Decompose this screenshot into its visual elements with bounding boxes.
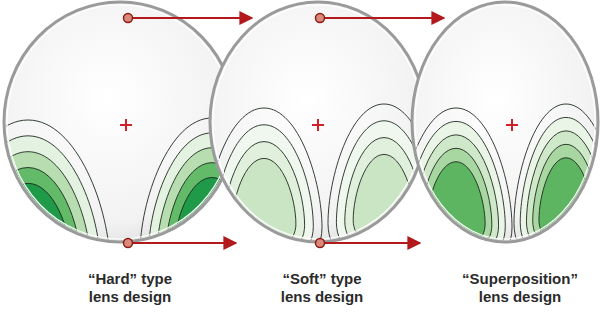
contour-line bbox=[413, 135, 498, 263]
lens-rim bbox=[7, 5, 233, 239]
fitting-cross bbox=[506, 119, 518, 131]
contour-line bbox=[539, 158, 593, 245]
contour-line bbox=[520, 117, 602, 265]
contour-line bbox=[232, 158, 296, 250]
reference-dot bbox=[316, 239, 325, 248]
contour-line bbox=[526, 131, 602, 259]
lens-caption: “Superposition” lens design bbox=[450, 270, 590, 306]
contour-line bbox=[223, 142, 304, 260]
contour-line bbox=[353, 154, 415, 246]
reference-dot bbox=[316, 14, 325, 23]
contour-line bbox=[514, 104, 602, 272]
contour-line bbox=[345, 138, 423, 256]
fitting-cross bbox=[312, 119, 324, 131]
reference-dot bbox=[124, 239, 133, 248]
lens-rim bbox=[415, 5, 595, 239]
contour-map bbox=[400, 104, 602, 276]
contour-line bbox=[400, 108, 512, 276]
red-arrow bbox=[325, 242, 420, 244]
lens-rim bbox=[213, 5, 423, 239]
contour-map bbox=[206, 104, 440, 276]
lens-caption: “Soft” type lens design bbox=[268, 270, 376, 306]
contour-line bbox=[0, 136, 100, 316]
contour-line bbox=[0, 168, 80, 299]
contour-line bbox=[427, 162, 485, 249]
contour-line bbox=[215, 125, 314, 268]
lens bbox=[206, 2, 440, 276]
red-arrow bbox=[325, 17, 444, 19]
contour-line bbox=[533, 144, 600, 251]
contour-line bbox=[0, 152, 90, 307]
red-arrow bbox=[133, 242, 236, 244]
contour-line bbox=[420, 148, 492, 255]
contour-line bbox=[206, 108, 322, 276]
red-arrow bbox=[133, 17, 252, 19]
lens-caption: “Hard” type lens design bbox=[74, 270, 186, 306]
lens bbox=[400, 2, 602, 276]
reference-dot bbox=[124, 14, 133, 23]
fitting-cross bbox=[120, 119, 132, 131]
contour-line bbox=[407, 121, 506, 269]
